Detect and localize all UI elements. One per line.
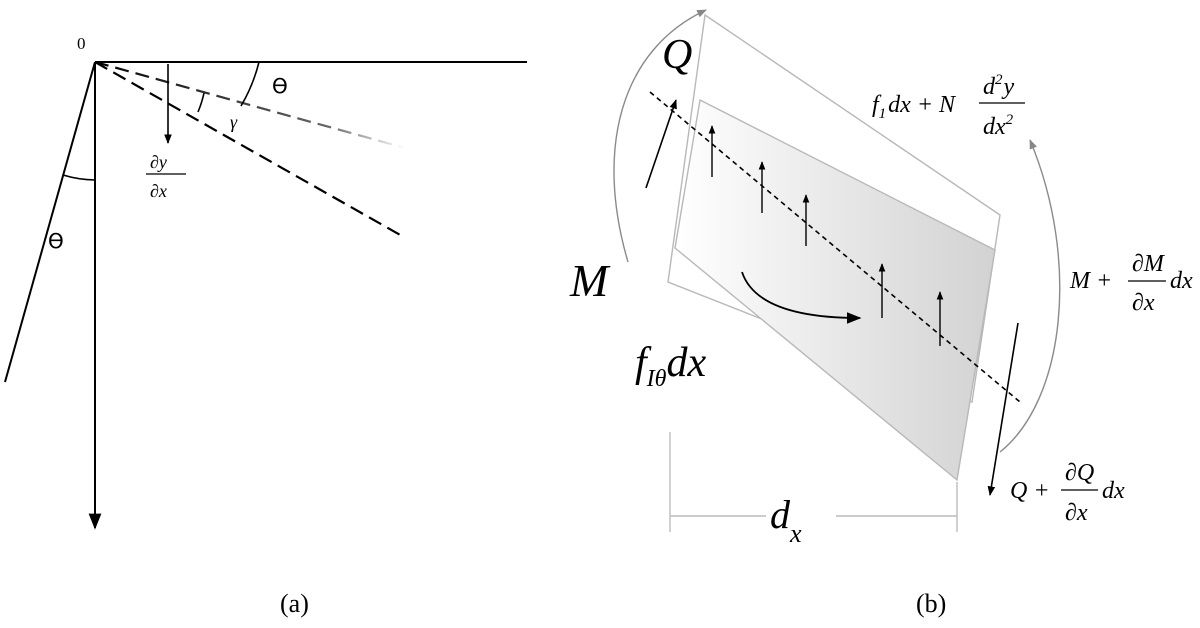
moment-right-prefix: M + — [1069, 268, 1112, 294]
figure-a: 0 ϴ γ ∂y ∂x ϴ (a) — [4, 34, 527, 618]
inertia-moment-label: fIθdx — [635, 340, 706, 392]
width-subscript: x — [789, 519, 802, 548]
moment-right-suffix: dx — [1170, 268, 1193, 294]
shear-bottom-numerator: ∂Q — [1065, 460, 1094, 486]
origin-label: 0 — [77, 34, 86, 53]
dashed-line-upper — [94, 60, 406, 150]
shear-bottom-denominator: ∂x — [1065, 500, 1088, 526]
caption-b: (b) — [916, 589, 946, 618]
load-num-sup: 2 — [995, 72, 1003, 88]
load-dx-plus-n: dx + N — [888, 92, 957, 118]
width-label: dx — [770, 492, 802, 548]
dashed-line-lower — [94, 61, 403, 237]
caption-a: (a) — [280, 589, 309, 618]
load-num-d: d — [983, 74, 996, 100]
gamma-arc — [197, 92, 205, 113]
width-d: d — [770, 492, 791, 537]
slab-front — [674, 98, 996, 482]
moment-label-left: M — [569, 255, 611, 306]
moment-arrow-left — [613, 9, 707, 263]
figure-b: Q M f1dx + N d2y dx2 M + ∂M ∂x dx fIθdx … — [569, 9, 1193, 618]
load-f: f — [872, 92, 882, 118]
inertia-subscript: Iθ — [646, 366, 667, 392]
theta-arc-left — [62, 174, 96, 181]
distributed-load-label: f1dx + N d2y dx2 — [872, 72, 1025, 140]
gamma-label: γ — [230, 112, 238, 132]
svg-text:d2y: d2y — [983, 72, 1015, 100]
svg-text:dx2: dx2 — [983, 112, 1014, 140]
dydx-numerator: ∂y — [150, 152, 167, 172]
moment-label-right: M + ∂M ∂x dx — [1069, 251, 1193, 316]
shear-arrow-left — [645, 99, 677, 189]
theta-arc-top — [240, 61, 260, 107]
moment-right-numerator: ∂M — [1132, 251, 1166, 277]
inertia-moment-arrow — [741, 271, 862, 324]
load-den-sup: 2 — [1006, 112, 1014, 128]
shear-label-top: Q — [662, 32, 692, 78]
load-f-subscript: 1 — [879, 106, 887, 122]
svg-text:f1dx + N: f1dx + N — [872, 92, 957, 122]
load-num-y: y — [1002, 74, 1015, 100]
rotated-line-left — [4, 61, 96, 383]
moment-arrow-right — [999, 139, 1061, 453]
slab-back-outline — [667, 13, 1001, 403]
theta-label-left: ϴ — [48, 229, 64, 253]
shear-bottom-prefix: Q + — [1010, 478, 1050, 504]
theta-label-top: ϴ — [272, 74, 288, 98]
load-den-dx: dx — [983, 114, 1006, 140]
shear-label-bottom: Q + ∂Q ∂x dx — [1010, 460, 1125, 526]
moment-right-denominator: ∂x — [1132, 290, 1155, 316]
dydx-denominator: ∂x — [150, 181, 167, 201]
shear-arrow-right — [987, 322, 1019, 496]
shear-bottom-suffix: dx — [1102, 478, 1125, 504]
inertia-dx: dx — [666, 340, 706, 386]
